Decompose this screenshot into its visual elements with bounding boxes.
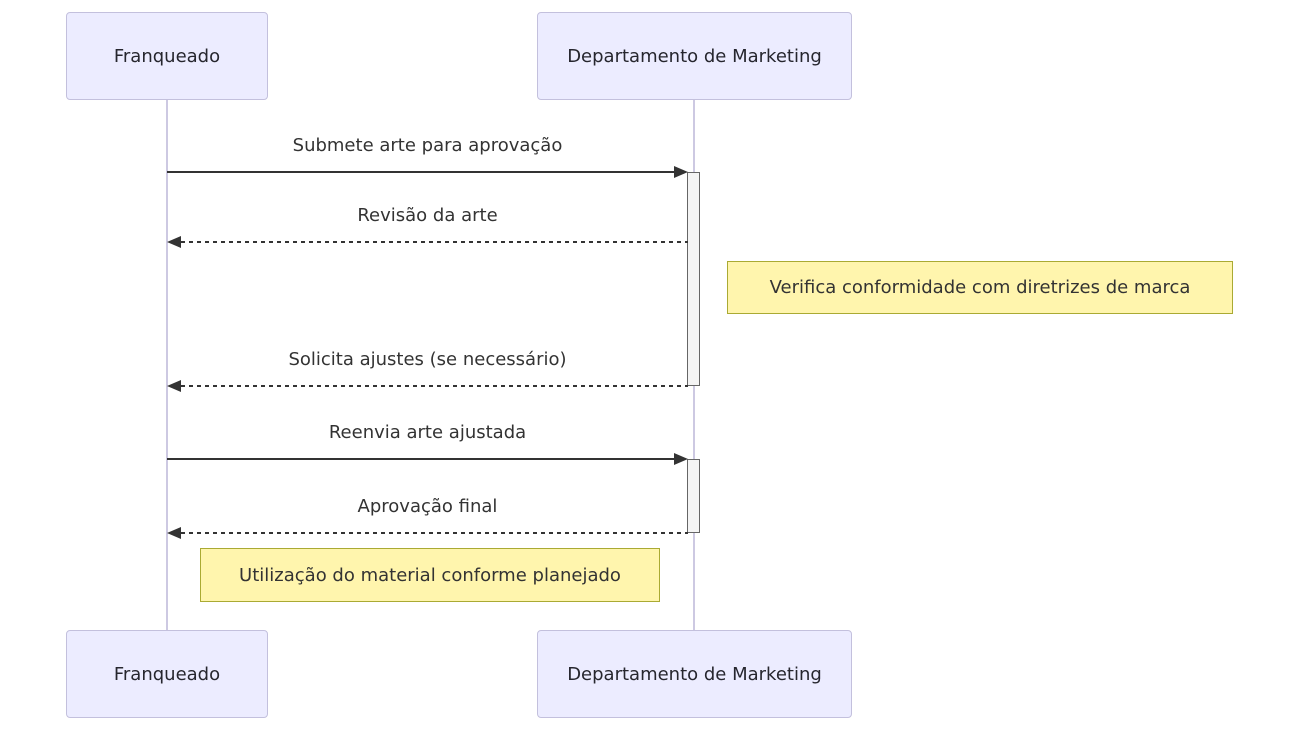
message-5-label: Aprovação final [357,496,498,517]
message-1-line [167,171,678,173]
arrowhead-right-icon [674,166,688,178]
note-right-label: Verifica conformidade com diretrizes de … [769,277,1191,298]
message-5-line [181,532,688,534]
actor-marketing-top: Departamento de Marketing [537,12,852,100]
actor-franqueado-bottom-label: Franqueado [113,663,221,685]
message-2-label: Revisão da arte [357,205,498,226]
message-2-line [181,241,688,243]
actor-marketing-top-label: Departamento de Marketing [567,45,822,67]
arrowhead-left-icon [167,380,181,392]
arrowhead-left-icon [167,527,181,539]
message-3-line [181,385,688,387]
arrowhead-left-icon [167,236,181,248]
actor-marketing-bottom: Departamento de Marketing [537,630,852,718]
arrowhead-right-icon [674,453,688,465]
note-right-of-marketing: Verifica conformidade com diretrizes de … [727,261,1233,314]
actor-franqueado-top: Franqueado [66,12,268,100]
activation-bar-1 [687,172,700,386]
actor-marketing-bottom-label: Departamento de Marketing [567,663,822,685]
message-3-label: Solicita ajustes (se necessário) [288,349,567,370]
note-over-label: Utilização do material conforme planejad… [239,564,621,586]
lifeline-franqueado [166,100,168,630]
activation-bar-2 [687,459,700,533]
message-4-line [167,458,678,460]
message-4-label: Reenvia arte ajustada [328,422,527,443]
actor-franqueado-bottom: Franqueado [66,630,268,718]
note-over-franqueado: Utilização do material conforme planejad… [200,548,660,602]
message-1-label: Submete arte para aprovação [292,135,563,156]
actor-franqueado-top-label: Franqueado [113,45,221,67]
